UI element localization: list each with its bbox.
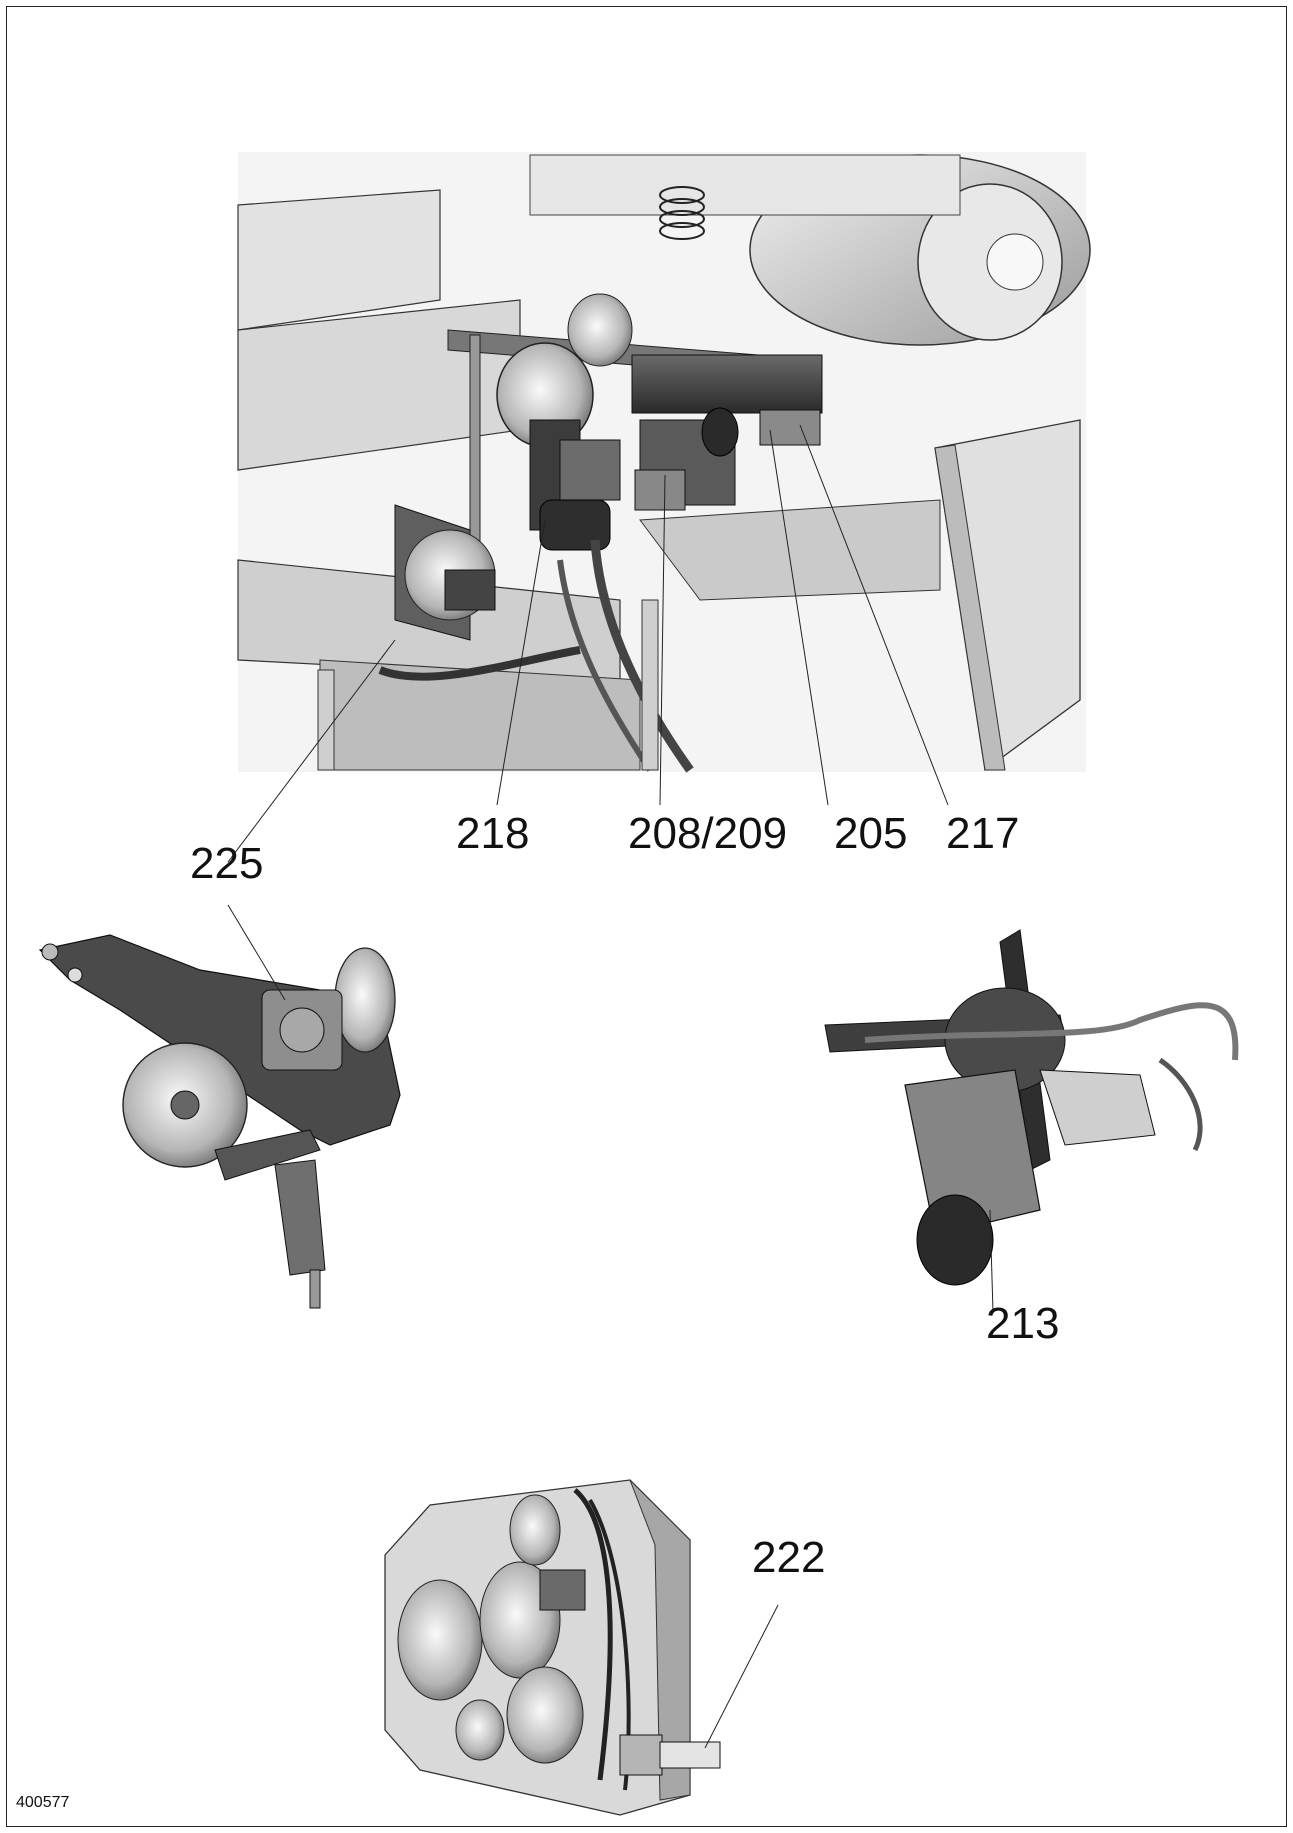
callout-225: 225 bbox=[190, 839, 264, 888]
part-213-view bbox=[824, 929, 1239, 1286]
callout-217: 217 bbox=[946, 809, 1020, 858]
leader-225 bbox=[227, 904, 286, 1001]
drawing-frame bbox=[6, 6, 1287, 1827]
callout-213: 213 bbox=[986, 1299, 1060, 1348]
part-222-view bbox=[384, 1479, 721, 1816]
callout-218: 218 bbox=[456, 809, 530, 858]
drawing-number: 400577 bbox=[16, 1794, 70, 1811]
leader-222 bbox=[704, 1604, 779, 1749]
part-225-view bbox=[38, 934, 401, 1309]
callout-208-209: 208/209 bbox=[628, 809, 788, 858]
leader-lines-top bbox=[227, 424, 949, 863]
callout-205: 205 bbox=[834, 809, 908, 858]
leader-213 bbox=[989, 1209, 994, 1313]
callout-222: 222 bbox=[752, 1533, 826, 1582]
